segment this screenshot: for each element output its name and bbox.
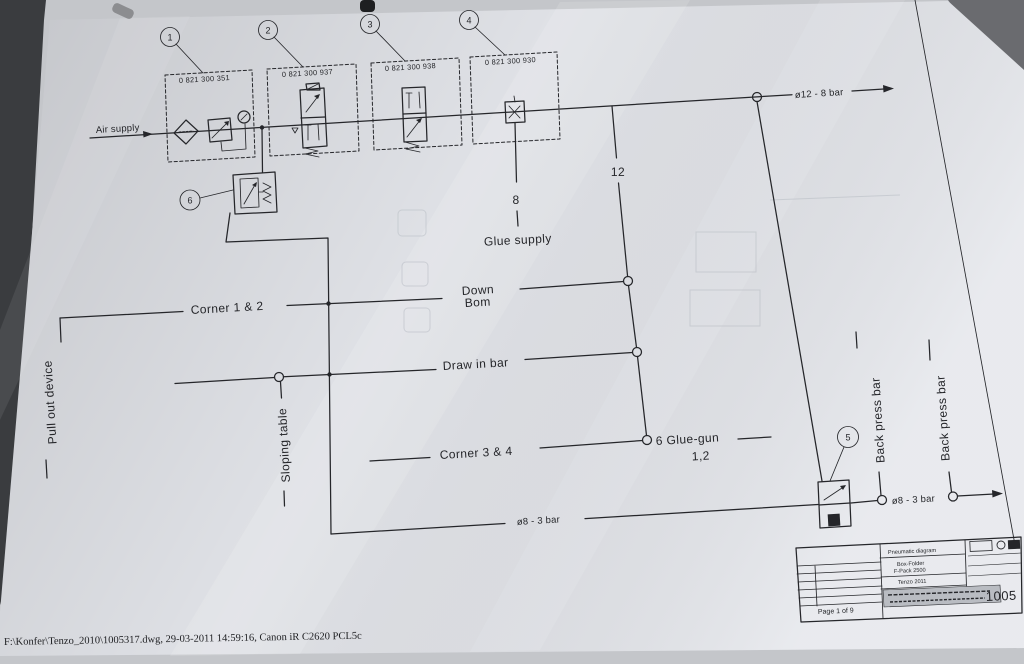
corner-3-4-label: Corner 3 & 4	[439, 444, 513, 462]
back-press-bar-right-line	[948, 471, 953, 493]
title-block-title: Pneumatic diagram	[888, 548, 937, 556]
callout-1: 1	[160, 27, 204, 74]
back-press-bar-left-label: Back press bar	[868, 377, 887, 463]
part-number: 0 821 300 351	[179, 73, 231, 85]
part-number: 0 821 300 937	[282, 67, 334, 79]
svg-text:3: 3	[367, 20, 372, 30]
main-supply-label: ø12 - 8 bar	[795, 87, 844, 101]
title-block-symbols	[967, 539, 1023, 577]
svg-text:6: 6	[187, 196, 192, 206]
draw-in-bar-label: Draw in bar	[442, 355, 508, 373]
binder-rings	[112, 0, 375, 19]
pull-out-device-label: Pull out device	[40, 360, 59, 445]
down-bom-label-line1: Down	[461, 282, 494, 298]
valve-icon	[401, 86, 428, 153]
binder-shadow-left	[0, 0, 46, 605]
title-block: Pneumatic diagram Box-Folder F-Pack 2500…	[795, 536, 1023, 623]
part-number: 0 821 300 938	[385, 61, 437, 73]
svg-text:4: 4	[466, 16, 471, 26]
sloping-table-dash-top	[279, 381, 283, 399]
back-press-bar-right-dash	[928, 339, 931, 361]
title-block-project: Tenzo 2011	[898, 579, 927, 586]
right-supply-label: ø8 - 3 bar	[892, 493, 936, 507]
callout-6: 6	[179, 189, 234, 211]
revision-table	[796, 561, 883, 607]
callout-2: 2	[258, 20, 304, 68]
svg-text:2: 2	[265, 26, 270, 36]
corner-1-2-line	[59, 280, 625, 343]
solenoid-valve-2: 0 821 300 937	[266, 63, 360, 158]
drawing-frame-right	[914, 0, 1016, 546]
part-number: 0 821 300 930	[485, 55, 537, 67]
pull-out-device-dash	[45, 459, 48, 479]
port-8-label: 8	[512, 193, 519, 207]
glue-supply-label: Glue supply	[484, 231, 552, 249]
bottom-supply-label: ø8 - 3 bar	[517, 514, 561, 528]
title-block-machine: Box-Folder	[897, 561, 925, 568]
sloping-table-label: Sloping table	[275, 408, 293, 483]
corner-1-2-label: Corner 1 & 2	[190, 299, 264, 317]
valve-5	[817, 479, 852, 529]
pressure-gauge-icon	[237, 110, 251, 124]
title-block-model: F-Pack 2500	[894, 568, 926, 575]
callout-5: 5	[829, 426, 859, 482]
svg-text:5: 5	[845, 433, 850, 443]
right-supply-line	[850, 490, 1003, 506]
glue-supply-line	[514, 122, 518, 183]
svg-text:1: 1	[167, 33, 172, 43]
glue-gun-label: 6 Glue-gun	[655, 430, 719, 448]
sloping-table-dash-bottom	[283, 490, 286, 507]
company-logo	[882, 584, 1002, 608]
back-press-feed-line	[756, 100, 823, 482]
glue-gun-units-label: 1,2	[691, 449, 710, 464]
corner-3-4-line	[369, 436, 772, 462]
valve-icon	[291, 82, 328, 158]
valve-6-feed-line	[261, 127, 264, 174]
draw-in-bar-line	[174, 351, 634, 385]
back-press-bar-left-dash	[855, 331, 858, 349]
low-pressure-line	[225, 212, 332, 535]
back-press-bar-left-line	[878, 471, 882, 497]
title-block-page: Page 1 of 9	[818, 607, 854, 616]
down-bom-label-line2: Bom	[464, 295, 491, 310]
bottom-supply-line	[330, 503, 819, 535]
glue-supply-dash	[516, 210, 519, 227]
back-press-bar-right-label: Back press bar	[933, 375, 952, 461]
page-corner-shadow	[948, 0, 1024, 180]
valve-6	[232, 171, 278, 215]
show-through-marks	[397, 194, 901, 333]
air-supply-label: Air supply	[96, 122, 140, 136]
main-supply-line	[89, 85, 894, 139]
port-12-label: 12	[611, 165, 625, 179]
callout-4: 4	[459, 10, 506, 56]
title-block-drawing-number: 1005	[985, 588, 1017, 604]
callout-3: 3	[360, 14, 406, 62]
